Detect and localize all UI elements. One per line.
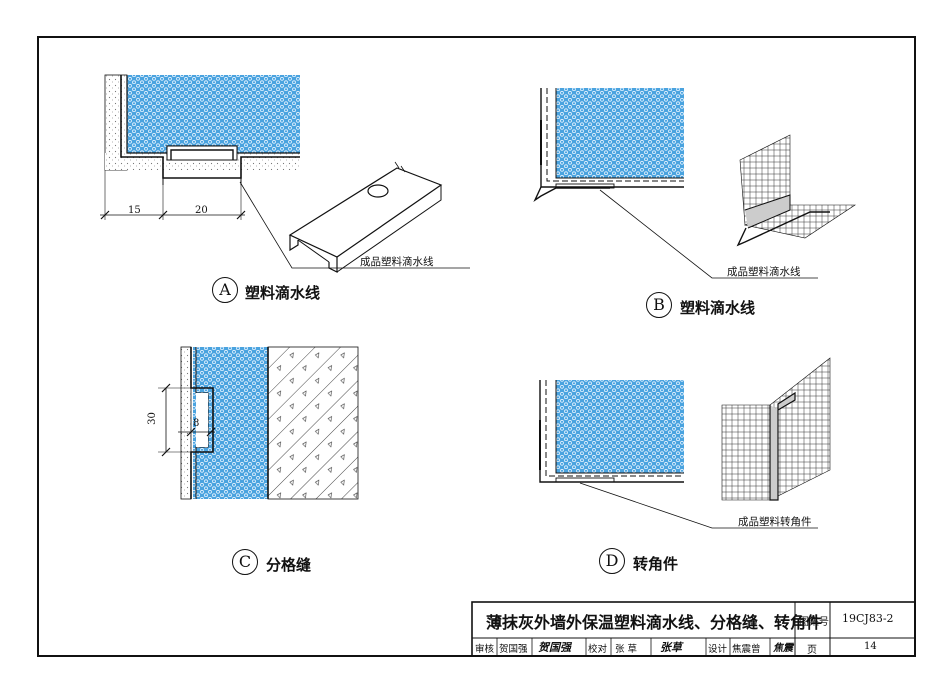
detail-b-profile	[599, 134, 856, 279]
checker-signature: 张草	[660, 641, 682, 654]
page-number: 14	[864, 641, 877, 652]
detail-b-callout: 成品塑料滴水线	[727, 266, 801, 278]
detail-c-marker: C	[232, 549, 258, 575]
reviewer-name: 贺国强	[499, 644, 528, 655]
drawing-title: 薄抹灰外墙外保温塑料滴水线、分格缝、转角件	[486, 613, 823, 632]
detail-d-profile	[579, 357, 831, 529]
detail-a-callout: 成品塑料滴水线	[360, 256, 434, 268]
detail-b-marker: B	[646, 292, 672, 318]
designer-name: 焦震曾	[732, 644, 761, 655]
page-label: 页	[807, 645, 817, 656]
detail-d-marker: D	[599, 548, 625, 574]
detail-c-caption: 分格缝	[266, 556, 312, 574]
reviewer-signature: 贺国强	[538, 641, 571, 654]
review-label: 审核	[475, 644, 495, 655]
detail-b-section	[533, 88, 684, 202]
checker-name: 张 草	[615, 644, 638, 655]
designer-signature: 焦震	[773, 643, 793, 654]
check-label: 校对	[588, 644, 608, 655]
detail-d-caption: 转角件	[633, 555, 679, 573]
detail-d-callout: 成品塑料转角件	[738, 516, 812, 528]
detail-d-section	[539, 380, 684, 483]
detail-b-caption: 塑料滴水线	[680, 299, 756, 317]
detail-a-profile	[239, 161, 470, 273]
atlas-label: 图集号	[799, 617, 829, 628]
detail-a-caption: 塑料滴水线	[245, 284, 321, 302]
title-block-frame	[471, 601, 916, 657]
atlas-number: 19CJ83-2	[842, 612, 894, 625]
detail-c-dim-30: 30	[146, 412, 158, 425]
detail-a-section	[100, 74, 300, 220]
detail-a-dim-15: 15	[128, 205, 141, 216]
detail-a-marker: A	[212, 277, 238, 303]
design-label: 设计	[708, 644, 728, 655]
detail-a-dim-20: 20	[195, 205, 208, 216]
detail-c-dim-8: 8	[193, 418, 200, 429]
detail-c-section	[158, 346, 359, 500]
